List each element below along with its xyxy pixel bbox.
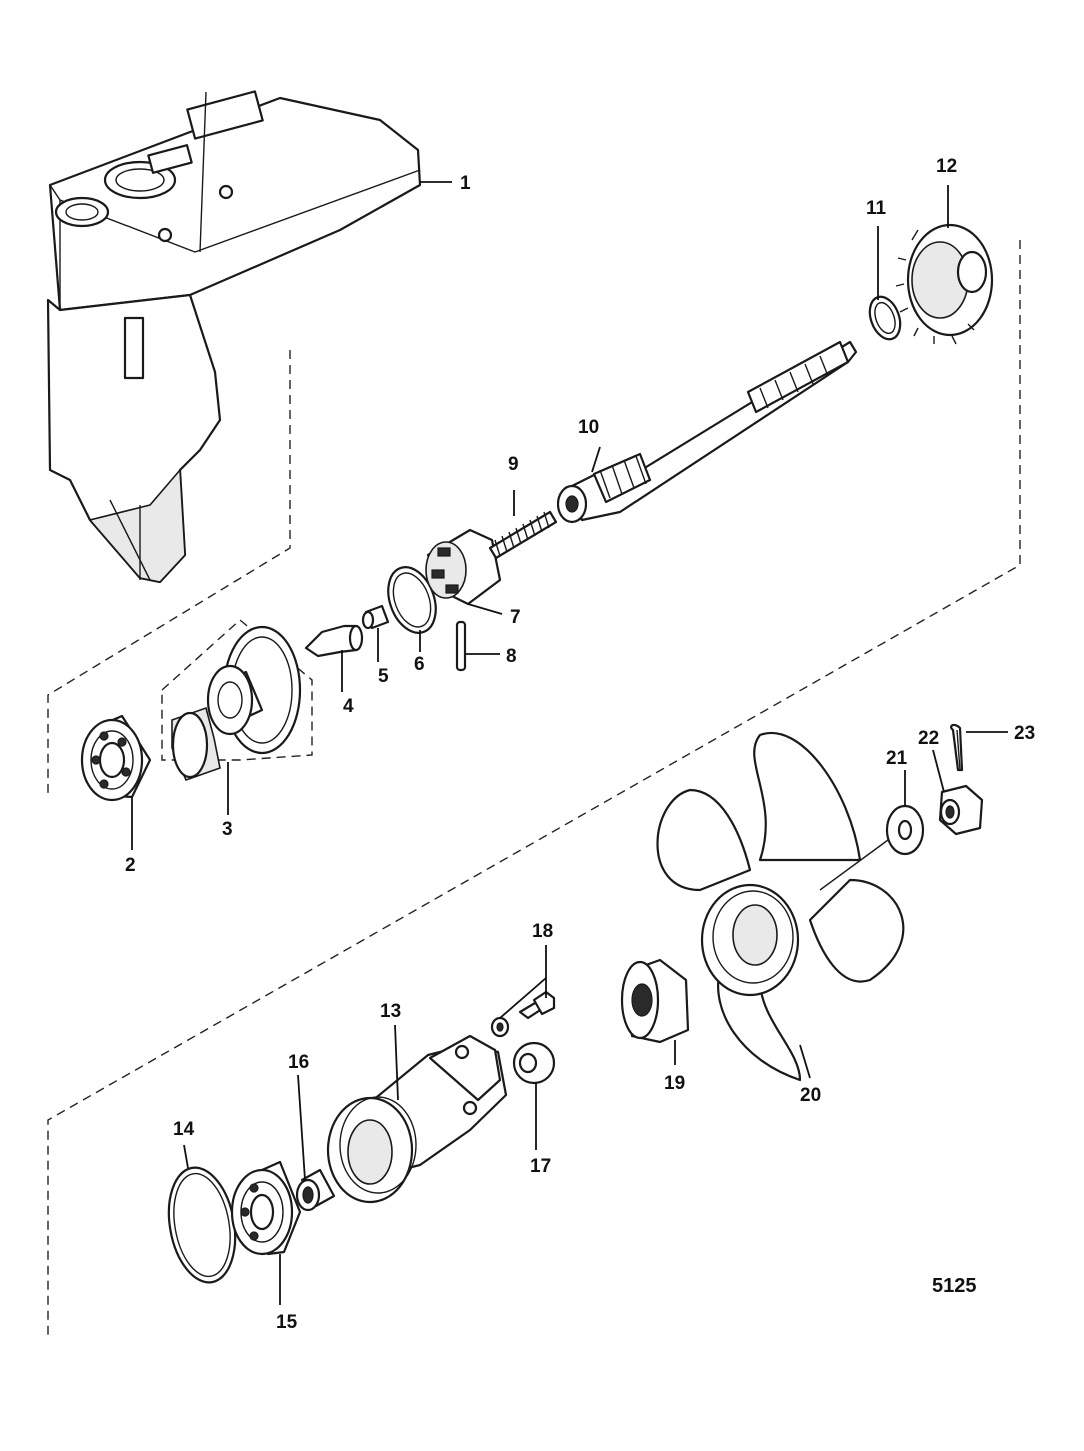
callout-21: 21 [886, 748, 908, 769]
callout-12: 12 [936, 156, 957, 177]
callout-9: 9 [508, 454, 519, 475]
callout-6: 6 [414, 654, 425, 675]
callout-22: 22 [918, 728, 939, 749]
cotter-pin [950, 723, 964, 772]
callout-1: 1 [460, 173, 471, 194]
callout-4: 4 [343, 696, 354, 717]
callout-16: 16 [288, 1052, 309, 1073]
sleeve [361, 604, 390, 630]
callout-23: 23 [1014, 723, 1035, 744]
spring [488, 510, 558, 560]
forward-gear [895, 223, 994, 345]
bearing [80, 714, 152, 802]
callout-13: 13 [380, 1001, 401, 1022]
callout-11: 11 [866, 198, 887, 219]
callout-19: 19 [664, 1073, 685, 1094]
prop-washer [885, 804, 925, 856]
thrust-hub [620, 958, 690, 1044]
leader-lines [131, 181, 1008, 1305]
callout-10: 10 [578, 417, 599, 438]
callout-20: 20 [800, 1085, 821, 1106]
callout-5: 5 [378, 666, 389, 687]
callout-2: 2 [125, 855, 136, 876]
callout-7: 7 [510, 607, 521, 628]
callout-18: 18 [532, 921, 553, 942]
cam-follower [304, 624, 364, 658]
reverse-gear [171, 625, 302, 782]
carrier-bearing [230, 1160, 302, 1256]
retaining-ring [387, 566, 437, 634]
shim-ring [868, 295, 902, 341]
propeller [656, 732, 905, 1082]
cross-pin [455, 620, 467, 672]
callout-3: 3 [222, 819, 233, 840]
dashed-boundary-lines [47, 240, 1021, 1335]
callout-labels: 1 2 3 4 5 6 7 8 9 10 11 12 13 14 15 16 1… [125, 156, 1035, 1333]
castle-nut [938, 784, 984, 836]
drawing-number: 5125 [932, 1275, 977, 1297]
propeller-shaft [556, 340, 858, 524]
callout-15: 15 [276, 1312, 298, 1333]
bearing-carrier [326, 1034, 508, 1204]
callout-17: 17 [530, 1156, 551, 1177]
o-ring [167, 1166, 237, 1284]
callout-14: 14 [173, 1119, 195, 1140]
callout-8: 8 [506, 646, 517, 667]
needle-bearing [295, 1168, 336, 1212]
gear-housing [46, 90, 422, 584]
carrier-washer [512, 1041, 556, 1085]
clutch [425, 528, 502, 606]
